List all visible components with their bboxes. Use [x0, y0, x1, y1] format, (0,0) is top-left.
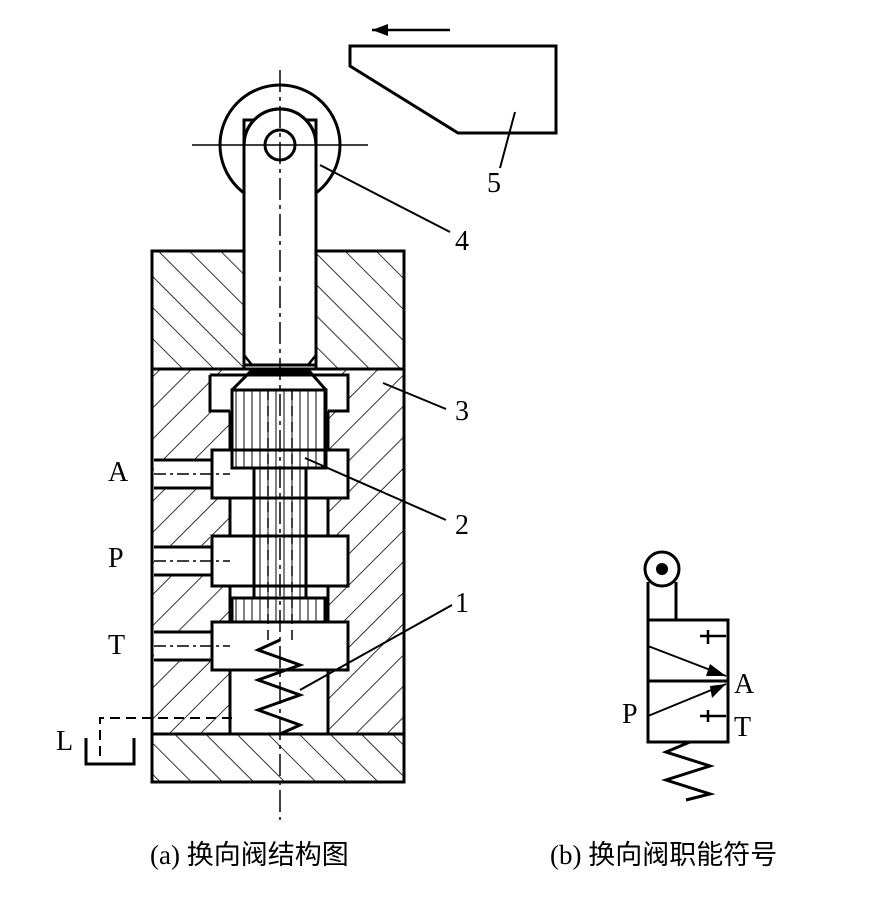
symbol-port-a-label: A — [734, 669, 755, 700]
caption-a: (a) 换向阀结构图 — [150, 840, 349, 870]
callout-3: 3 — [455, 396, 469, 427]
callout-2: 2 — [455, 510, 469, 541]
port-l-label: L — [56, 726, 74, 757]
port-a-label: A — [108, 457, 129, 488]
caption-b: (b) 换向阀职能符号 — [550, 840, 778, 870]
symbol-port-t-label: T — [734, 712, 752, 743]
callout-1: 1 — [455, 588, 469, 619]
valve-body-cross-section — [84, 24, 558, 820]
port-t-label: T — [108, 630, 126, 661]
callout-5: 5 — [487, 168, 501, 199]
callout-4: 4 — [455, 226, 469, 257]
symbol-port-p-label: P — [622, 699, 638, 730]
valve-function-symbol — [643, 550, 730, 802]
port-p-label: P — [108, 543, 124, 574]
